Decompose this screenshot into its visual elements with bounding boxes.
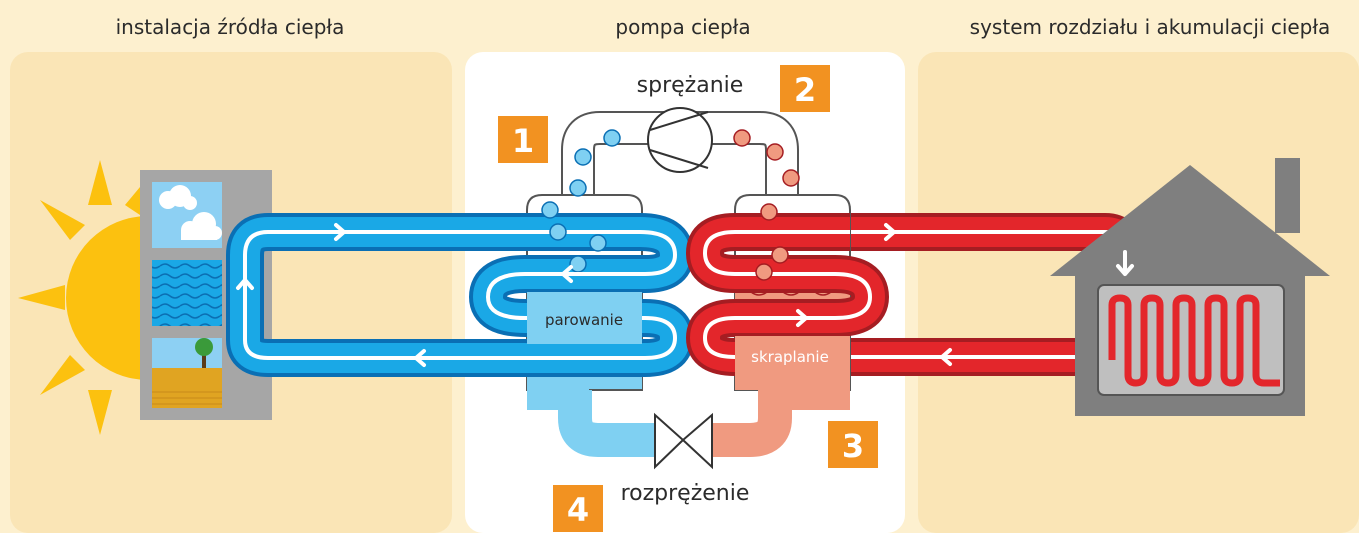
header-distribution: system rozdziału i akumulacji ciepła — [970, 15, 1331, 39]
step-4-badge: 4 — [553, 485, 603, 532]
flow-arrows — [236, 223, 1134, 367]
evaporator-coil — [469, 213, 694, 377]
condensation-label: skraplanie — [751, 348, 829, 366]
step-3-badge: 3 — [828, 421, 878, 468]
tree-icon — [195, 338, 213, 368]
ground-source — [152, 338, 222, 408]
step-2-number: 2 — [794, 71, 816, 109]
step-1-badge: 1 — [498, 116, 548, 163]
step-3-number: 3 — [842, 427, 864, 465]
water-waves-icon — [152, 260, 222, 326]
header-source: instalacja źródła ciepła — [116, 15, 345, 39]
condensation-zone — [735, 336, 850, 376]
air-source — [152, 182, 222, 248]
step-1-number: 1 — [512, 122, 534, 160]
hot-bubbles — [733, 129, 800, 281]
compression-label: sprężanie — [637, 73, 744, 98]
condenser-coil — [686, 213, 889, 376]
expansion-label: rozprężenie — [621, 481, 750, 506]
liquid-lines — [558, 390, 792, 457]
header-heat-pump: pompa ciepła — [615, 15, 750, 39]
evaporation-zone — [527, 292, 642, 344]
radiator-icon — [1097, 284, 1285, 396]
cloud-icon — [159, 185, 222, 240]
expansion-valve-icon — [654, 412, 713, 470]
step-4-number: 4 — [567, 491, 589, 529]
cold-bubbles — [541, 129, 621, 273]
step-2-badge: 2 — [780, 65, 830, 112]
compressor-icon — [647, 107, 713, 173]
evaporation-label: parowanie — [545, 311, 623, 329]
